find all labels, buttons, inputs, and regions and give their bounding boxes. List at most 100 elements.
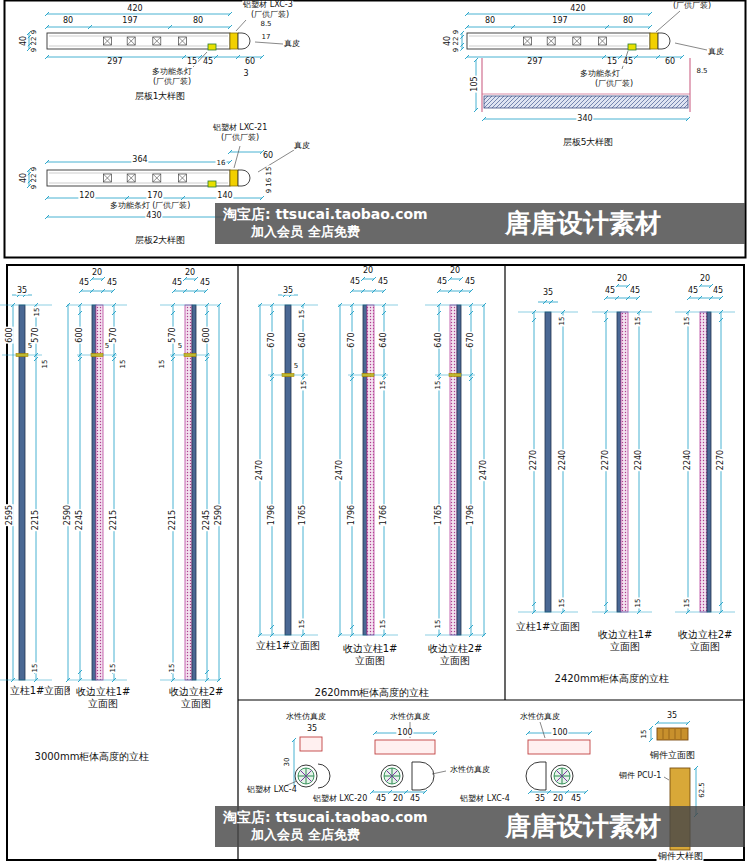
dimension-number: 670 [268,331,276,348]
dimension-number: 15 [169,663,176,674]
dimension-number: 600 [6,326,14,343]
dimension-tick [382,289,386,293]
dimension-tick [66,678,70,682]
dimension-number: 15 [34,307,41,318]
dimension-number: 2245 [76,509,84,531]
dimension-line [47,14,230,15]
watermark-brand: 唐唐设计素材 [505,812,661,841]
dimension-number: 600 [76,326,84,343]
extension-line [435,375,475,376]
drawing-label: 层板5大样图 [562,138,615,147]
dimension-tick [228,160,232,164]
dimension-tick [604,310,608,314]
dimension-tick [469,633,473,637]
drawing-label: 多功能条灯 [579,70,621,78]
drawing-label: 收边立柱2# 立面图 [672,629,738,652]
dimension-tick [526,731,530,735]
drawing-label: (厂供厂装) [672,2,712,10]
panel-divider [237,265,238,860]
dimension-tick [350,303,354,307]
board-line [469,46,648,47]
dimension-number: 40 [444,35,452,47]
dimension-tick [694,766,698,770]
dimension-number: 20 [616,275,628,283]
dimension-number: 45 [570,795,582,803]
dimension-tick [78,670,82,674]
dimension-tick [270,377,274,381]
dimension-tick [511,25,515,29]
frame-leg [689,58,690,112]
edge-strip [700,312,707,612]
drawing-label: 2420mm柜体高度的立柱 [554,674,671,685]
lamp-blade [386,770,397,781]
dimension-tick [532,310,536,314]
dimension-number: 5 [293,363,299,370]
dimension-line [47,57,262,58]
drawing-label: 立柱1#立面图 [255,641,322,652]
dimension-number: 20 [392,795,404,803]
dimension-line [219,305,220,680]
cross-box [153,37,161,45]
dimension-tick [236,55,240,59]
dimension-tick [588,731,592,735]
dimension-line [617,286,628,287]
dimension-line [538,302,558,303]
cross-line [523,37,531,45]
copper-stripe [681,729,682,739]
extension-line [258,305,318,306]
cross-box [178,174,186,182]
cross-line [127,174,135,182]
board-line [49,183,228,184]
dimension-number: 45 [464,278,476,286]
dimension-line [13,305,14,680]
dimension-tick [79,289,83,293]
watermark-band: 淘宝店: ttsucai.taobao.com加入会员 全店免费唐唐设计素材 [215,806,745,847]
shelf-board [47,170,230,186]
dimension-tick [465,12,469,16]
drawing-label: 铜件大样图 [657,852,704,861]
dimension-number: 45 [712,287,724,295]
dimension-tick [78,678,82,682]
dimension-tick [258,303,262,307]
drawing-label: 层板2大样图 [134,236,187,245]
dimension-tick [382,311,386,315]
extension-line [338,305,398,306]
drawing-label: 铝塑材 LXC-20 [312,795,369,803]
dimension-tick [565,790,569,794]
dimension-tick [34,678,38,682]
dimension-number: 8.5 [259,21,272,28]
extension-line [675,312,735,313]
dimension-number: 9 22 9 [31,166,38,190]
board-line [49,173,228,174]
dimension-number: 45 [78,279,90,287]
lamp-circle [554,768,570,784]
copper-stripe [675,729,676,739]
dimension-number: 140 [216,192,233,200]
dimension-line [352,291,384,292]
dimension-tick [205,303,209,307]
shelf-board [467,33,650,49]
dimension-number: 15 [606,58,618,66]
dimension-tick [465,55,469,59]
board-line [49,36,228,37]
dimension-number: 570 [110,326,118,343]
dimension-number: 1765 [435,504,443,526]
cross-box [103,37,111,45]
dimension-number: 60 [262,152,274,160]
dimension-tick [474,58,478,62]
cross-line [103,174,111,182]
dimension-number: 2595 [6,504,14,526]
dimension-tick [171,311,175,315]
watermark-band: 淘宝店: ttsucai.taobao.com加入会员 全店免费唐唐设计素材 [215,203,745,244]
dimension-tick [370,790,374,794]
extension-line [348,375,388,376]
dimension-tick [338,303,342,307]
dimension-number: 364 [131,156,148,164]
lamp-circle [298,768,314,784]
watermark-text: 加入会员 全店免费 [251,225,360,239]
drawing-label: 2620mm柜体高度的立柱 [314,688,431,699]
dimension-tick [171,357,175,361]
dimension-number: 670 [348,331,356,348]
dimension-tick [90,277,94,281]
